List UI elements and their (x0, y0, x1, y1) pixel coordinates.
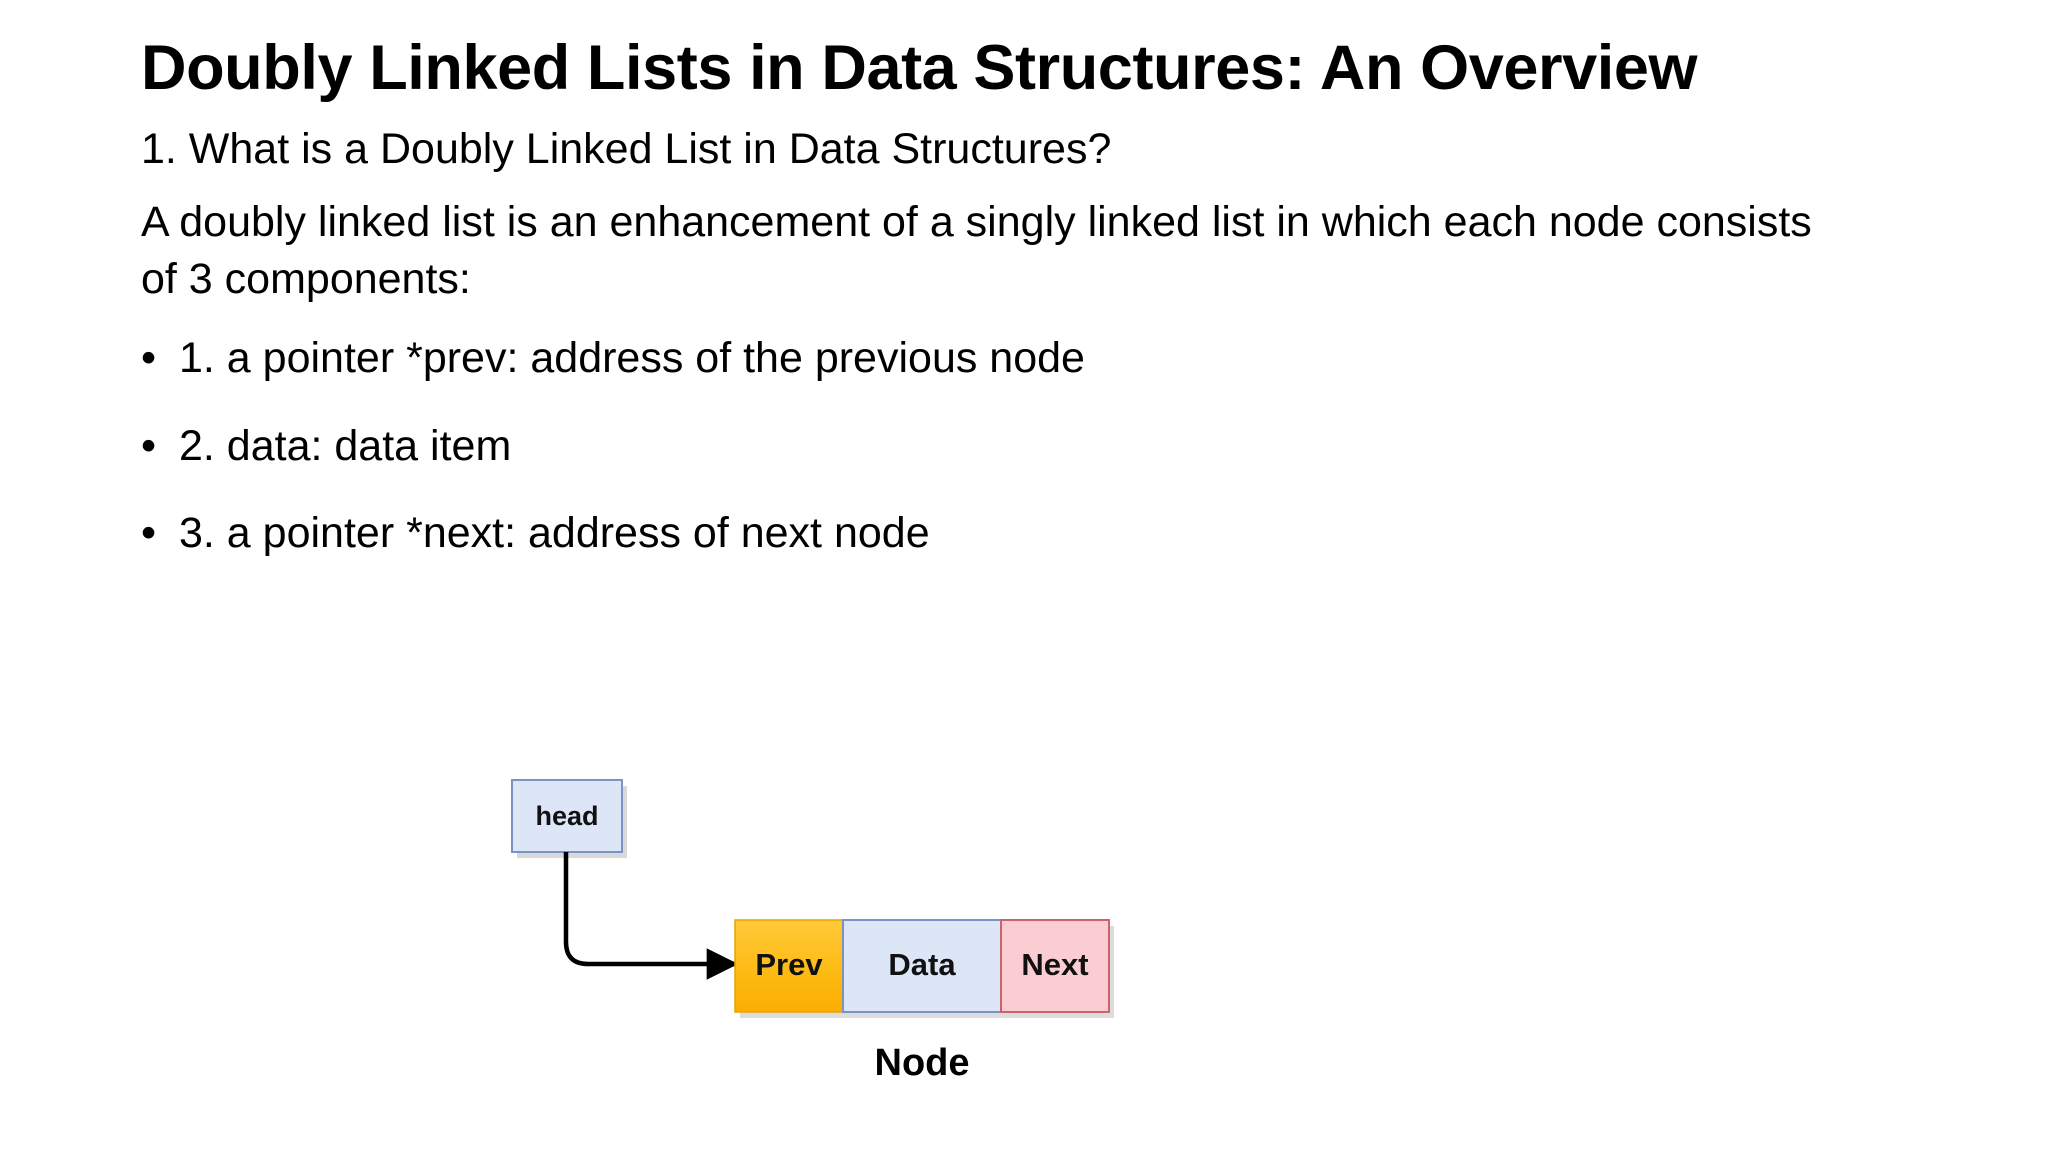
list-item-label: 2. data: data item (179, 421, 512, 470)
list-item-label: 3. a pointer *next: address of next node (179, 508, 930, 557)
component-bullet-list: • 1. a pointer *prev: address of the pre… (141, 330, 1931, 562)
node-caption-label: Node (875, 1042, 970, 1084)
page-title: Doubly Linked Lists in Data Structures: … (141, 33, 1698, 103)
node-cell-prev-label: Prev (755, 947, 823, 982)
list-item-label: 1. a pointer *prev: address of the previ… (179, 334, 1085, 383)
section-heading-question: 1. What is a Doubly Linked List in Data … (141, 124, 1112, 173)
list-item: • 2. data: data item (141, 418, 1931, 475)
linked-list-diagram: head Prev Data Next Node (0, 770, 2048, 1100)
bullet-marker-icon: • (141, 421, 157, 470)
list-item: • 3. a pointer *next: address of next no… (141, 505, 1931, 562)
head-box-label: head (535, 801, 598, 831)
diagram-svg: head Prev Data Next Node (511, 779, 1114, 1084)
description-paragraph: A doubly linked list is an enhancement o… (141, 198, 1812, 304)
content-column: Doubly Linked Lists in Data Structures: … (141, 30, 1931, 592)
node-cell-next (1000, 919, 1110, 1013)
bullet-marker-icon: • (141, 334, 157, 383)
list-item: • 1. a pointer *prev: address of the pre… (141, 330, 1931, 387)
node-cell-data-label: Data (888, 947, 956, 982)
bullet-marker-icon: • (141, 508, 157, 557)
head-to-node-arrow (563, 852, 739, 980)
node-cell-next-label: Next (1021, 947, 1088, 982)
